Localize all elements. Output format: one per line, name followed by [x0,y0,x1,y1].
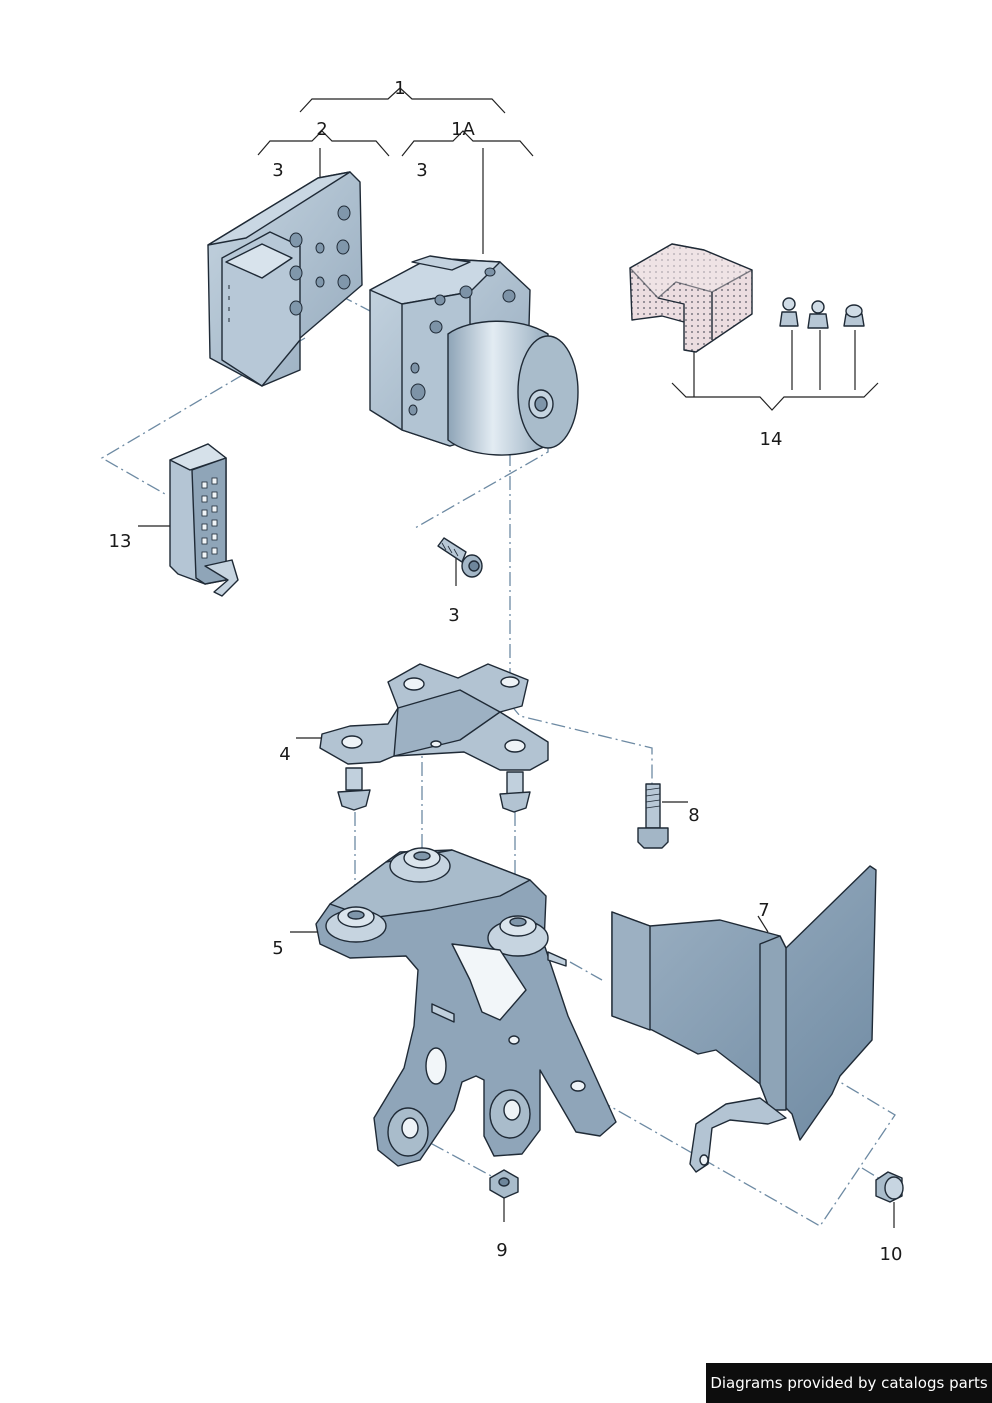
hydraulic-unit [369,255,579,456]
callout-13: 13 [109,531,132,552]
bolt-8 [637,783,669,849]
control-unit [207,171,363,387]
nut-9 [489,1169,519,1199]
foam-pad [629,243,753,353]
callout-1a: 1A [451,119,475,140]
group-bracket-14 [671,330,879,411]
heat-shield [611,865,877,1173]
callout-1: 1 [394,78,405,99]
callout-14: 14 [760,429,783,450]
rubber-mount-right [499,771,531,813]
callout-3-hydraulic: 3 [416,160,427,181]
callout-3-screw: 3 [448,605,459,626]
callout-7: 7 [758,900,769,921]
attribution-text: Diagrams provided by catalogs parts [710,1374,988,1392]
screw-3 [437,537,483,578]
leader-lines [138,525,895,1228]
callout-8: 8 [688,805,699,826]
callout-3-ecu: 3 [272,160,283,181]
cap-nut-10 [875,1171,904,1203]
upper-bracket [319,663,549,771]
group-bracket-1 [299,87,506,114]
callout-5: 5 [272,938,283,959]
callout-9: 9 [496,1240,507,1261]
clip-3 [843,304,865,327]
clip-1 [779,297,799,327]
group-bracket-2 [257,130,390,178]
callout-2: 2 [316,119,327,140]
connector-plug [169,443,239,597]
rubber-mount-left [337,767,371,811]
group-bracket-1a [401,130,534,254]
clip-2 [807,300,829,329]
attribution-footer: Diagrams provided by catalogs parts [706,1363,992,1403]
callout-10: 10 [880,1244,903,1265]
callout-labels: 1 2 1A 3 3 14 13 3 4 8 7 5 9 10 [109,78,903,1265]
callout-4: 4 [279,744,290,765]
lower-bracket [315,847,617,1167]
